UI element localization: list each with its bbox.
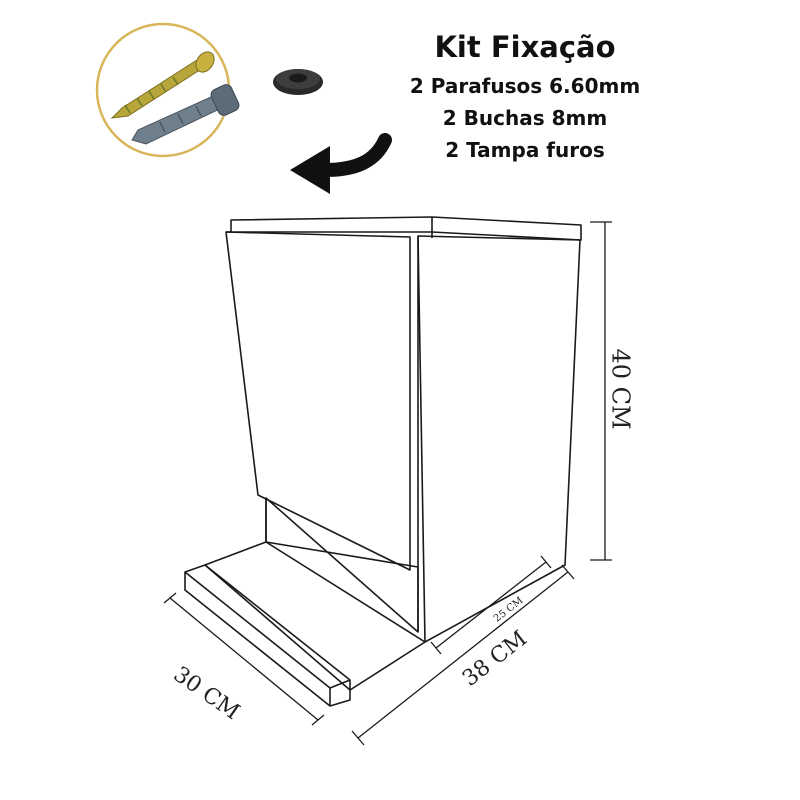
- kit-title: Kit Fixação: [434, 30, 616, 64]
- cabinet-base: [204, 541, 426, 691]
- depth-dimension-line: [169, 597, 319, 721]
- inner-dimension-line: [435, 561, 547, 649]
- dimension-lines: [163, 221, 612, 746]
- hole-cap-icon: [273, 69, 323, 95]
- screw-icon: [110, 51, 215, 119]
- cabinet-drawing: [184, 216, 582, 707]
- kit-item-screws: 2 Parafusos 6.60mm: [409, 74, 641, 98]
- curved-arrow-icon: [290, 133, 392, 194]
- kit-item-caps: 2 Tampa furos: [445, 138, 605, 162]
- height-label: 40 CM: [606, 348, 635, 430]
- accessories-photo: [95, 22, 240, 158]
- anchor-icon: [131, 84, 240, 145]
- cabinet-lip: [184, 564, 351, 707]
- cabinet-side: [417, 235, 581, 643]
- width-dimension-line: [357, 571, 569, 739]
- kit-item-anchors: 2 Buchas 8mm: [442, 106, 608, 130]
- cabinet-door: [225, 231, 411, 571]
